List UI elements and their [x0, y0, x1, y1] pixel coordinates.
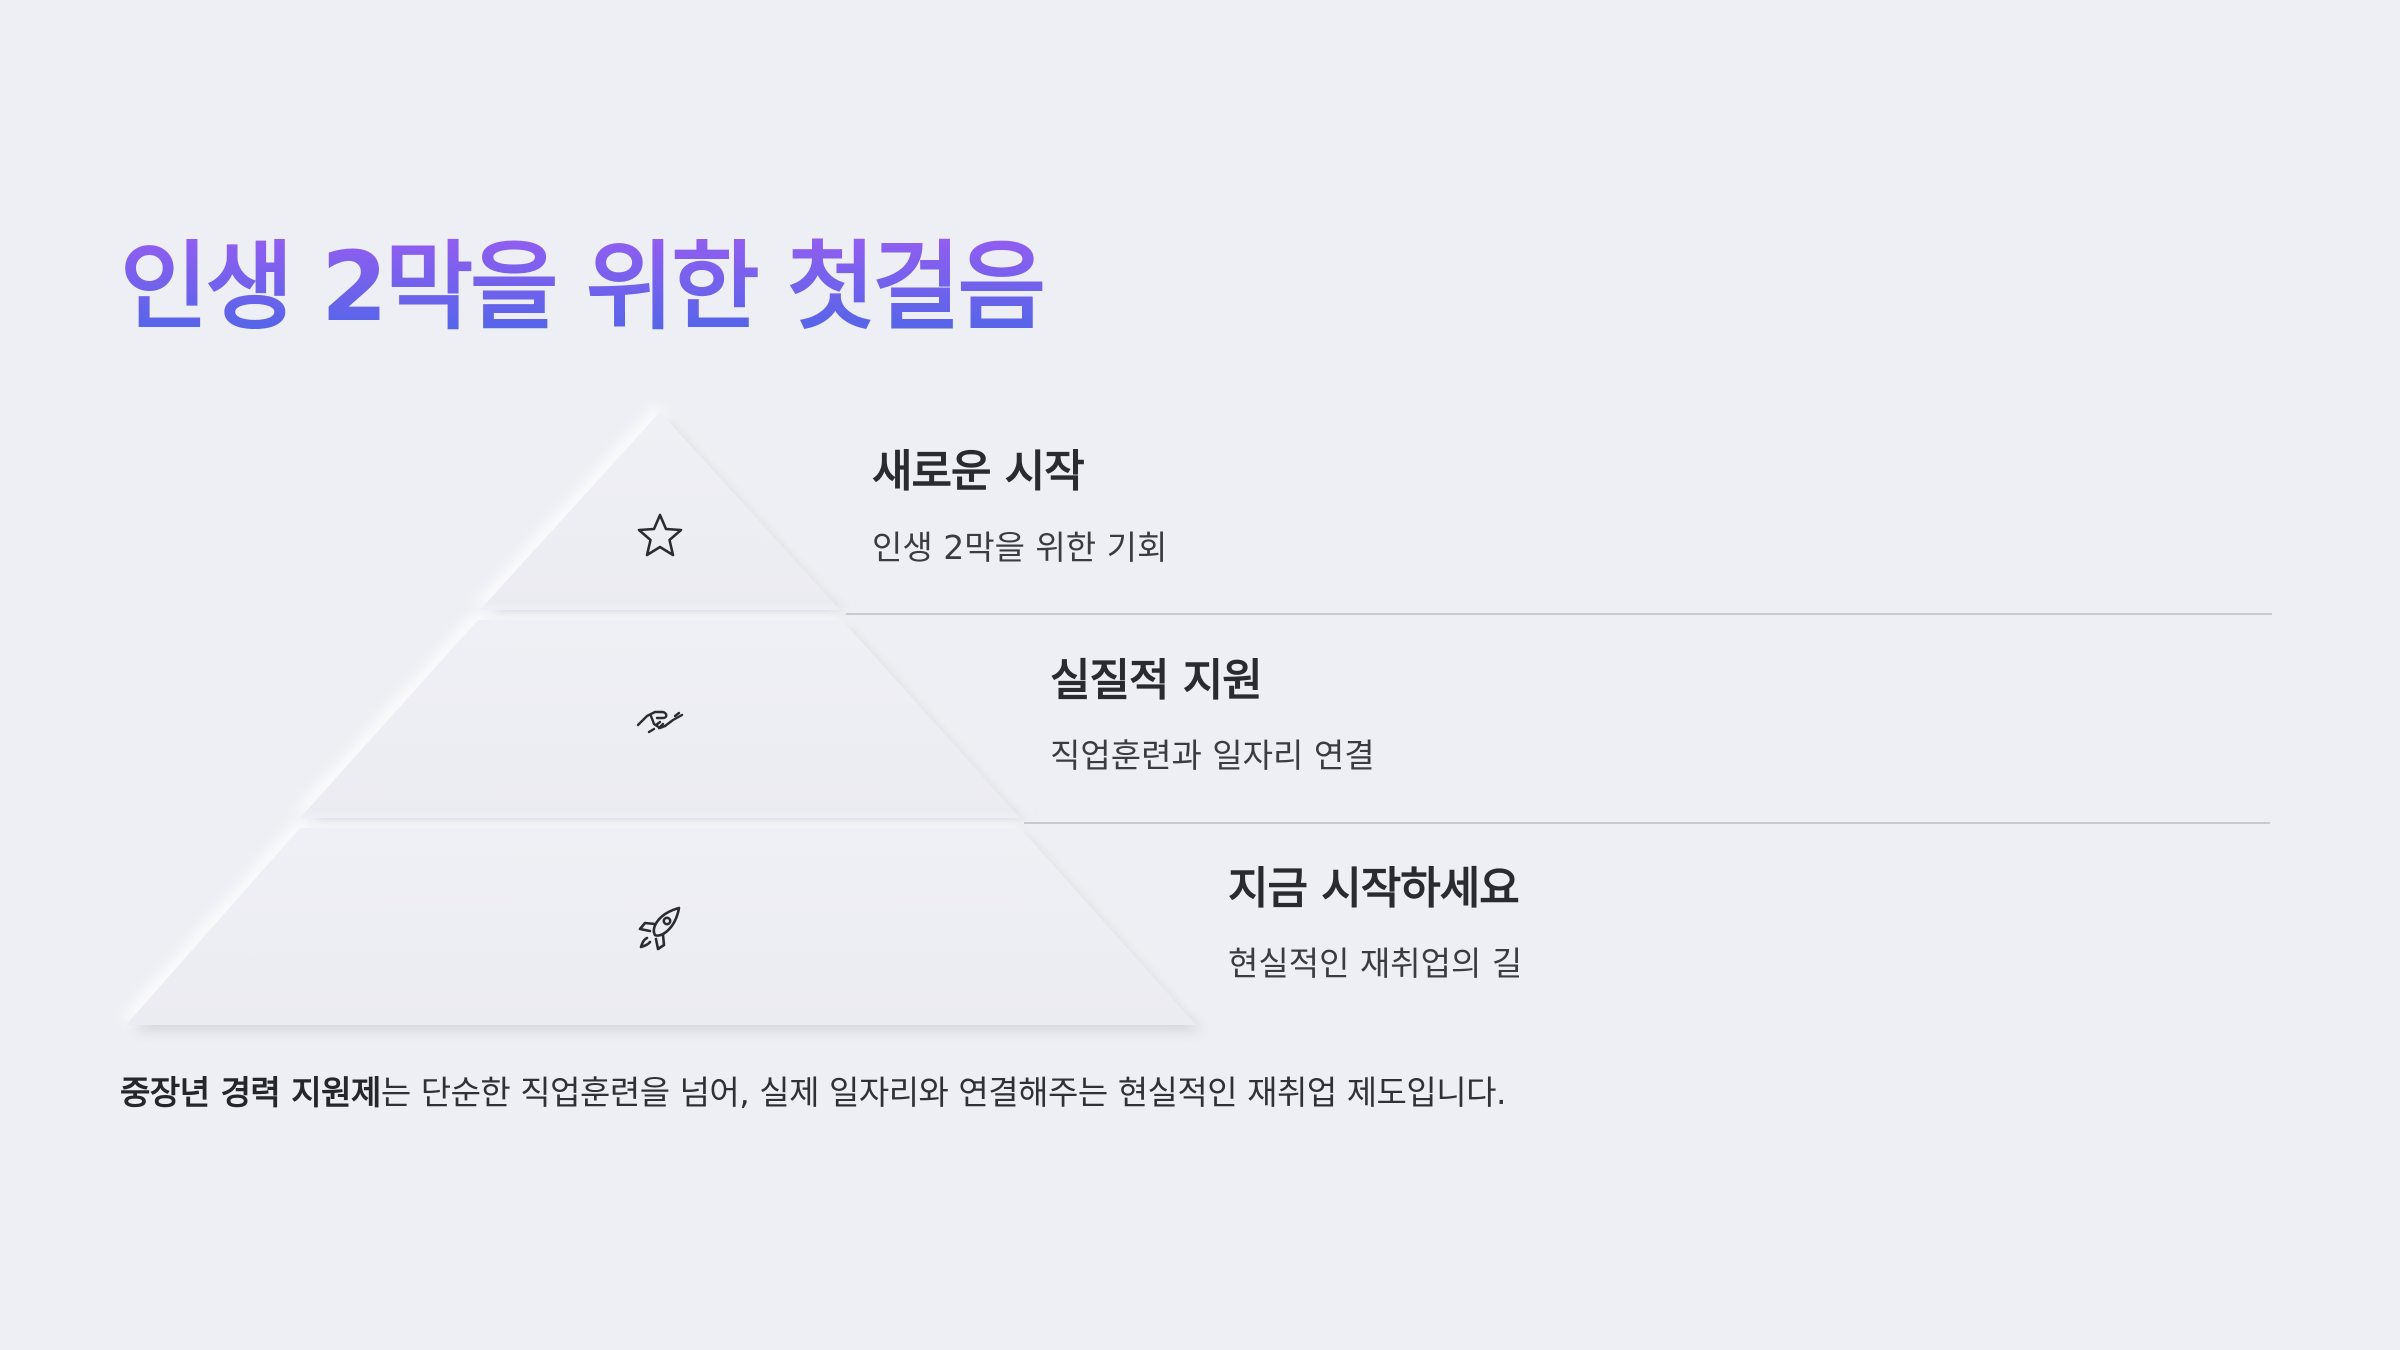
handshake-icon [636, 710, 684, 734]
footer-body: 는 단순한 직업훈련을 넘어, 실제 일자리와 연결해주는 현실적인 재취업 제… [380, 1073, 1507, 1112]
tier-1-description: 인생 2막을 위한 기회 [872, 528, 1168, 567]
tier-1-heading: 새로운 시작 [872, 446, 1085, 497]
tier-3-description: 현실적인 재취업의 길 [1228, 944, 1523, 983]
footer-text: 중장년 경력 지원제는 단순한 직업훈련을 넘어, 실제 일자리와 연결해주는 … [120, 1070, 1507, 1116]
star-icon [637, 513, 683, 557]
tier-3-heading: 지금 시작하세요 [1228, 863, 1520, 914]
page-title: 인생 2막을 위한 첫걸음 [120, 222, 1046, 352]
divider-1 [846, 613, 2272, 615]
divider-2 [1024, 822, 2270, 824]
tier-2-heading: 실질적 지원 [1050, 655, 1263, 706]
pyramid-tier-bottom [126, 828, 1196, 1025]
footer-bold-term: 중장년 경력 지원제 [120, 1073, 381, 1112]
tier-2-description: 직업훈련과 일자리 연결 [1050, 736, 1375, 775]
rocket-icon [638, 906, 681, 951]
pyramid-tier-top [480, 412, 840, 610]
